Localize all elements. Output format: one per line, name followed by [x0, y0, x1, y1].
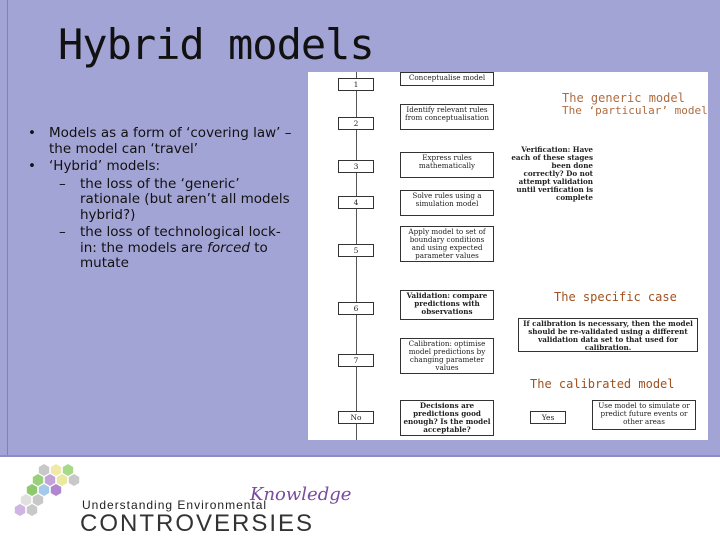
- horizontal-rule: [0, 455, 720, 457]
- emphasis-text: forced: [207, 239, 250, 256]
- vertical-rule: [7, 0, 8, 455]
- logo-hexagon: [14, 504, 26, 516]
- step-box: Calibration: optimise model predictions …: [400, 338, 494, 374]
- step-number: 7: [338, 354, 374, 367]
- use-model-box: Use model to simulate or predict future …: [592, 400, 696, 430]
- bullet-dot-icon: •: [28, 158, 36, 174]
- logo-hexagon: [62, 464, 74, 476]
- step-number: 4: [338, 196, 374, 209]
- logo-knowledge: Knowledge: [250, 484, 352, 505]
- sub-bullet-item: – the loss of the ‘generic’ rationale (b…: [28, 175, 293, 224]
- logo-hexagon: [50, 464, 62, 476]
- bullet-dot-icon: •: [28, 125, 36, 141]
- dash-icon: –: [59, 175, 66, 192]
- hexagon-logo-icon: [14, 464, 80, 516]
- yes-label: Yes: [530, 411, 566, 424]
- step-box: Solve rules using a simulation model: [400, 190, 494, 216]
- verification-note: Verification: Have each of these stages …: [510, 145, 594, 205]
- bullet-item: • Models as a form of ‘covering law’ – t…: [28, 125, 293, 157]
- logo-hexagon: [38, 484, 50, 496]
- step-number: 3: [338, 160, 374, 173]
- logo-hexagon: [26, 504, 38, 516]
- logo-hexagon: [50, 484, 62, 496]
- bullet-text: Models as a form of ‘covering law’ – the…: [49, 125, 292, 157]
- step-box: Identify relevant rules from conceptuali…: [400, 104, 494, 130]
- logo-hexagon: [26, 484, 38, 496]
- logo-hexagon: [38, 464, 50, 476]
- step-number: 2: [338, 117, 374, 130]
- step-box: Apply model to set of boundary condition…: [400, 226, 494, 262]
- step-number: 5: [338, 244, 374, 257]
- step-number: 1: [338, 78, 374, 91]
- step-number: No: [338, 411, 374, 424]
- decision-box: Decisions are predictions good enough? I…: [400, 400, 494, 436]
- logo-controversies: CONTROVERSIES: [80, 510, 315, 537]
- logo-understanding: Understanding Environmental: [82, 498, 268, 512]
- calibration-note: If calibration is necessary, then the mo…: [518, 318, 698, 352]
- step-box: Validation: compare predictions with obs…: [400, 290, 494, 320]
- dash-icon: –: [59, 224, 66, 240]
- logo-hexagon: [32, 474, 44, 486]
- step-number: 6: [338, 302, 374, 315]
- logo-hexagon: [56, 474, 68, 486]
- overlay-generic: The generic model: [562, 91, 685, 105]
- bullet-item: • ‘Hybrid’ models:: [28, 158, 293, 175]
- logo-hexagon: [20, 494, 32, 506]
- bullet-list: • Models as a form of ‘covering law’ – t…: [28, 125, 293, 272]
- sub-bullet-item: – the loss of technological lock-in: the…: [28, 224, 293, 272]
- overlay-calibrated-model: The calibrated model: [530, 377, 675, 391]
- slide-title: Hybrid models: [58, 20, 375, 69]
- bullet-text: ‘Hybrid’ models:: [49, 158, 161, 174]
- overlay-particular: The ‘particular’ model: [562, 104, 708, 117]
- sub-bullet-text: the loss of the ‘generic’ rationale (but…: [80, 175, 290, 223]
- logo-hexagon: [44, 474, 56, 486]
- logo-hexagon: [68, 474, 80, 486]
- overlay-specific-case: The specific case: [554, 290, 677, 304]
- flowchart-panel: [308, 72, 708, 440]
- step-box: Conceptualise model: [400, 72, 494, 86]
- step-box: Express rules mathematically: [400, 152, 494, 178]
- logo-hexagon: [32, 494, 44, 506]
- sub-bullet-text: the loss of technological lock-in: the m…: [80, 224, 281, 271]
